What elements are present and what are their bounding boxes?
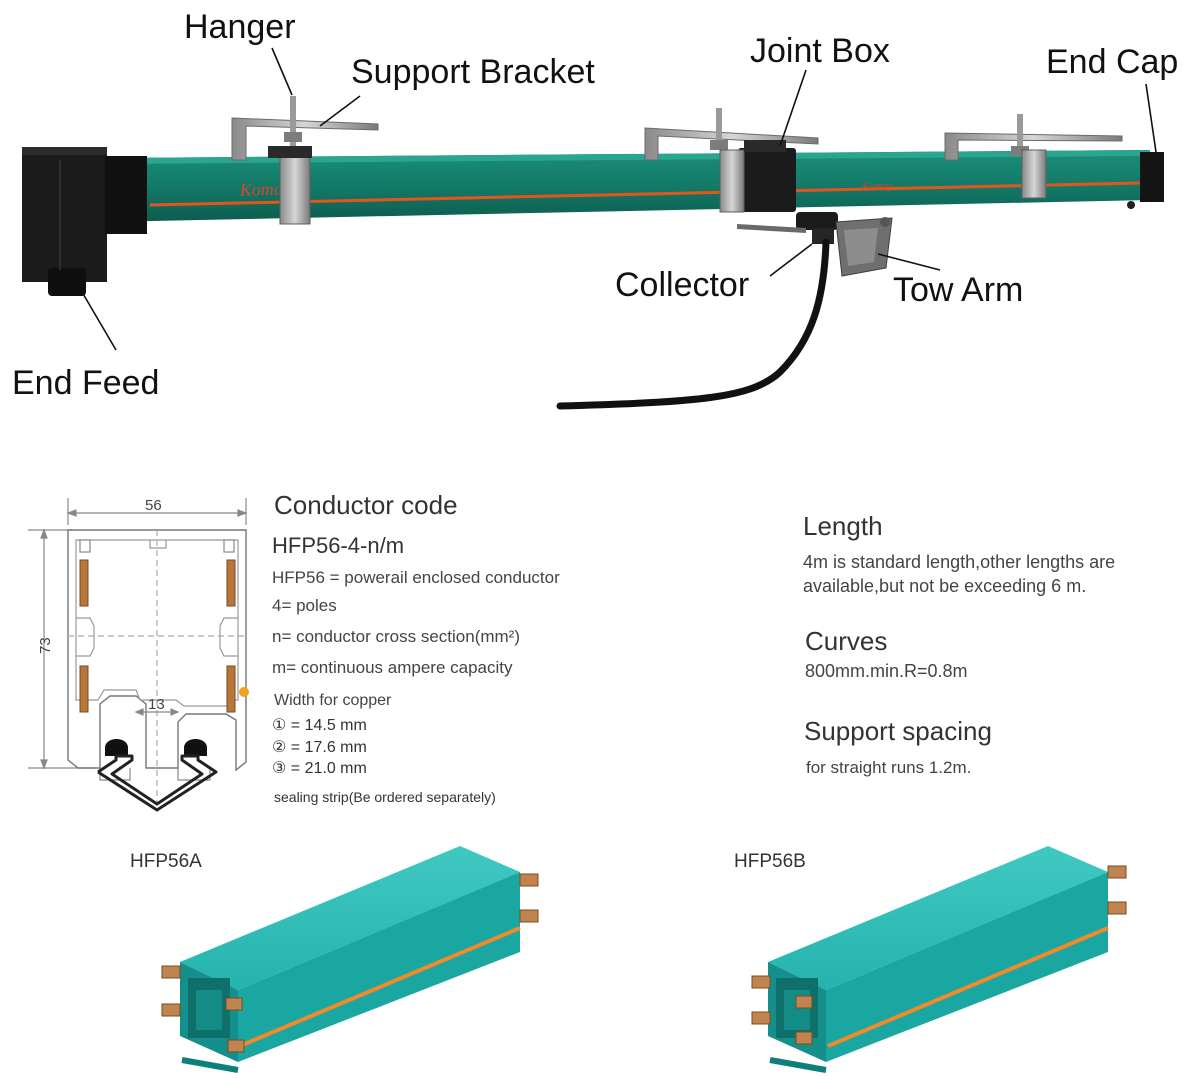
sealing-note: sealing strip(Be ordered separately) — [274, 789, 496, 805]
label-end-cap: End Cap — [1046, 43, 1178, 81]
support-text: for straight runs 1.2m. — [806, 758, 971, 777]
product-b-label: HFP56B — [734, 851, 806, 872]
end-cap — [1127, 152, 1164, 209]
curves-heading: Curves — [805, 626, 887, 656]
dim-width: 56 — [145, 497, 162, 514]
curves-text: 800mm.min.R=0.8m — [805, 661, 968, 681]
label-hanger: Hanger — [184, 8, 296, 46]
sealing-strip — [97, 739, 218, 812]
conductor-line-n: n= conductor cross section(mm²) — [272, 627, 520, 646]
conductor-line-m: m= continuous ampere capacity — [272, 658, 513, 677]
dim-height: 73 — [37, 637, 54, 654]
joint-box — [719, 140, 796, 213]
width-1: ① = 14.5 mm — [272, 717, 367, 734]
marker-dot — [239, 687, 249, 697]
brand-mark-2: Komay — [861, 180, 894, 193]
support-bracket-3 — [944, 114, 1123, 199]
rail-body — [105, 150, 1150, 222]
rail-assembly: Komay Komay — [22, 47, 1164, 410]
product-hfp56b — [751, 846, 1127, 1073]
product-a-label: HFP56A — [130, 851, 202, 872]
copper-conductors — [79, 559, 236, 713]
end-feed-box — [22, 147, 147, 296]
conductor-heading: Conductor code — [274, 490, 458, 520]
support-heading: Support spacing — [804, 716, 992, 746]
conductor-line-poles: 4= poles — [272, 596, 337, 615]
length-line-1: 4m is standard length,other lengths are — [803, 552, 1115, 572]
width-2: ② = 17.6 mm — [272, 739, 367, 756]
label-joint-box: Joint Box — [750, 32, 890, 70]
label-collector: Collector — [615, 266, 749, 304]
width-heading: Width for copper — [274, 692, 392, 709]
collector — [556, 212, 838, 410]
cross-section-drawing — [28, 498, 248, 808]
brand-mark: Komay — [238, 178, 291, 200]
label-tow-arm: Tow Arm — [893, 271, 1023, 309]
rail-top-face — [105, 150, 1150, 164]
support-bracket-1 — [231, 96, 379, 225]
length-heading: Length — [803, 511, 883, 541]
label-support-bracket: Support Bracket — [351, 53, 595, 91]
tow-arm — [835, 217, 893, 277]
support-bracket-2 — [644, 108, 819, 161]
product-hfp56a — [161, 846, 539, 1073]
conductor-line-hfp56: HFP56 = powerail enclosed conductor — [272, 568, 560, 587]
leader-lines — [81, 47, 1157, 351]
rail-orange-stripe — [149, 181, 1141, 207]
width-3: ③ = 21.0 mm — [272, 760, 367, 777]
label-end-feed: End Feed — [12, 364, 159, 402]
dim-gap: 13 — [148, 696, 165, 713]
conductor-code: HFP56-4-n/m — [272, 533, 404, 558]
length-line-2: available,but not be exceeding 6 m. — [803, 576, 1086, 596]
